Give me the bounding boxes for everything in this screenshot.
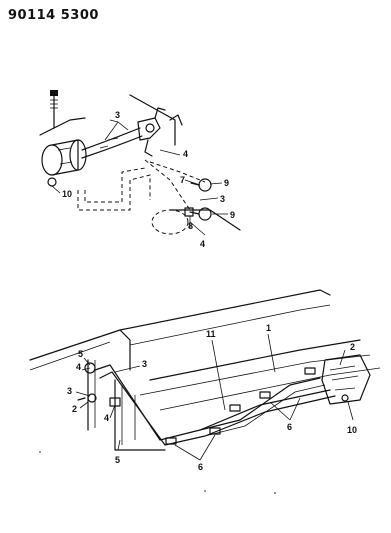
hidden-line-1 [77, 174, 151, 211]
callout-label: 11 [206, 329, 216, 339]
callout-label: 10 [62, 189, 72, 199]
callout-label: 4 [76, 362, 81, 372]
callout-label: 7 [180, 175, 185, 185]
bottom-assembly: 5 4 3 3 2 4 5 11 1 2 6 6 6 10 [29, 289, 381, 494]
callout-label: 3 [220, 194, 225, 204]
bolt-icon [50, 90, 58, 129]
callout-label: 5 [115, 455, 120, 465]
callout-label: 4 [183, 149, 188, 159]
callout-label: 9 [230, 210, 235, 220]
hose-lower [81, 135, 143, 159]
fuel-tank-icon [321, 354, 371, 405]
callout-label: 3 [115, 110, 120, 120]
catalog-code: 90114 5300 [8, 8, 99, 23]
callout-label: 9 [224, 178, 229, 188]
frame-left [29, 329, 131, 371]
callout-label: 3 [142, 359, 147, 369]
clamp-icon [184, 178, 212, 221]
fuel-line-main [94, 364, 331, 441]
valve-bracket-icon [137, 107, 166, 157]
callout-label: 4 [200, 239, 205, 249]
callout-label: 10 [347, 425, 357, 435]
hose-clip-icon [165, 367, 316, 445]
top-assembly: 3 4 7 9 3 8 9 4 10 [39, 90, 241, 249]
canister-icon [41, 139, 87, 187]
callout-label: 6 [198, 462, 203, 472]
callout-label: 3 [67, 386, 72, 396]
callout-label: 5 [78, 349, 83, 359]
callout-label: 8 [188, 221, 193, 231]
callout-label: 2 [72, 404, 77, 414]
panel-edge [39, 117, 86, 136]
callout-label: 4 [104, 413, 109, 423]
fitting-icon [77, 362, 121, 407]
fuel-line-return [99, 371, 336, 446]
callout-label: 1 [266, 323, 271, 333]
callout-label: 6 [287, 422, 292, 432]
callout-label: 2 [350, 342, 355, 352]
